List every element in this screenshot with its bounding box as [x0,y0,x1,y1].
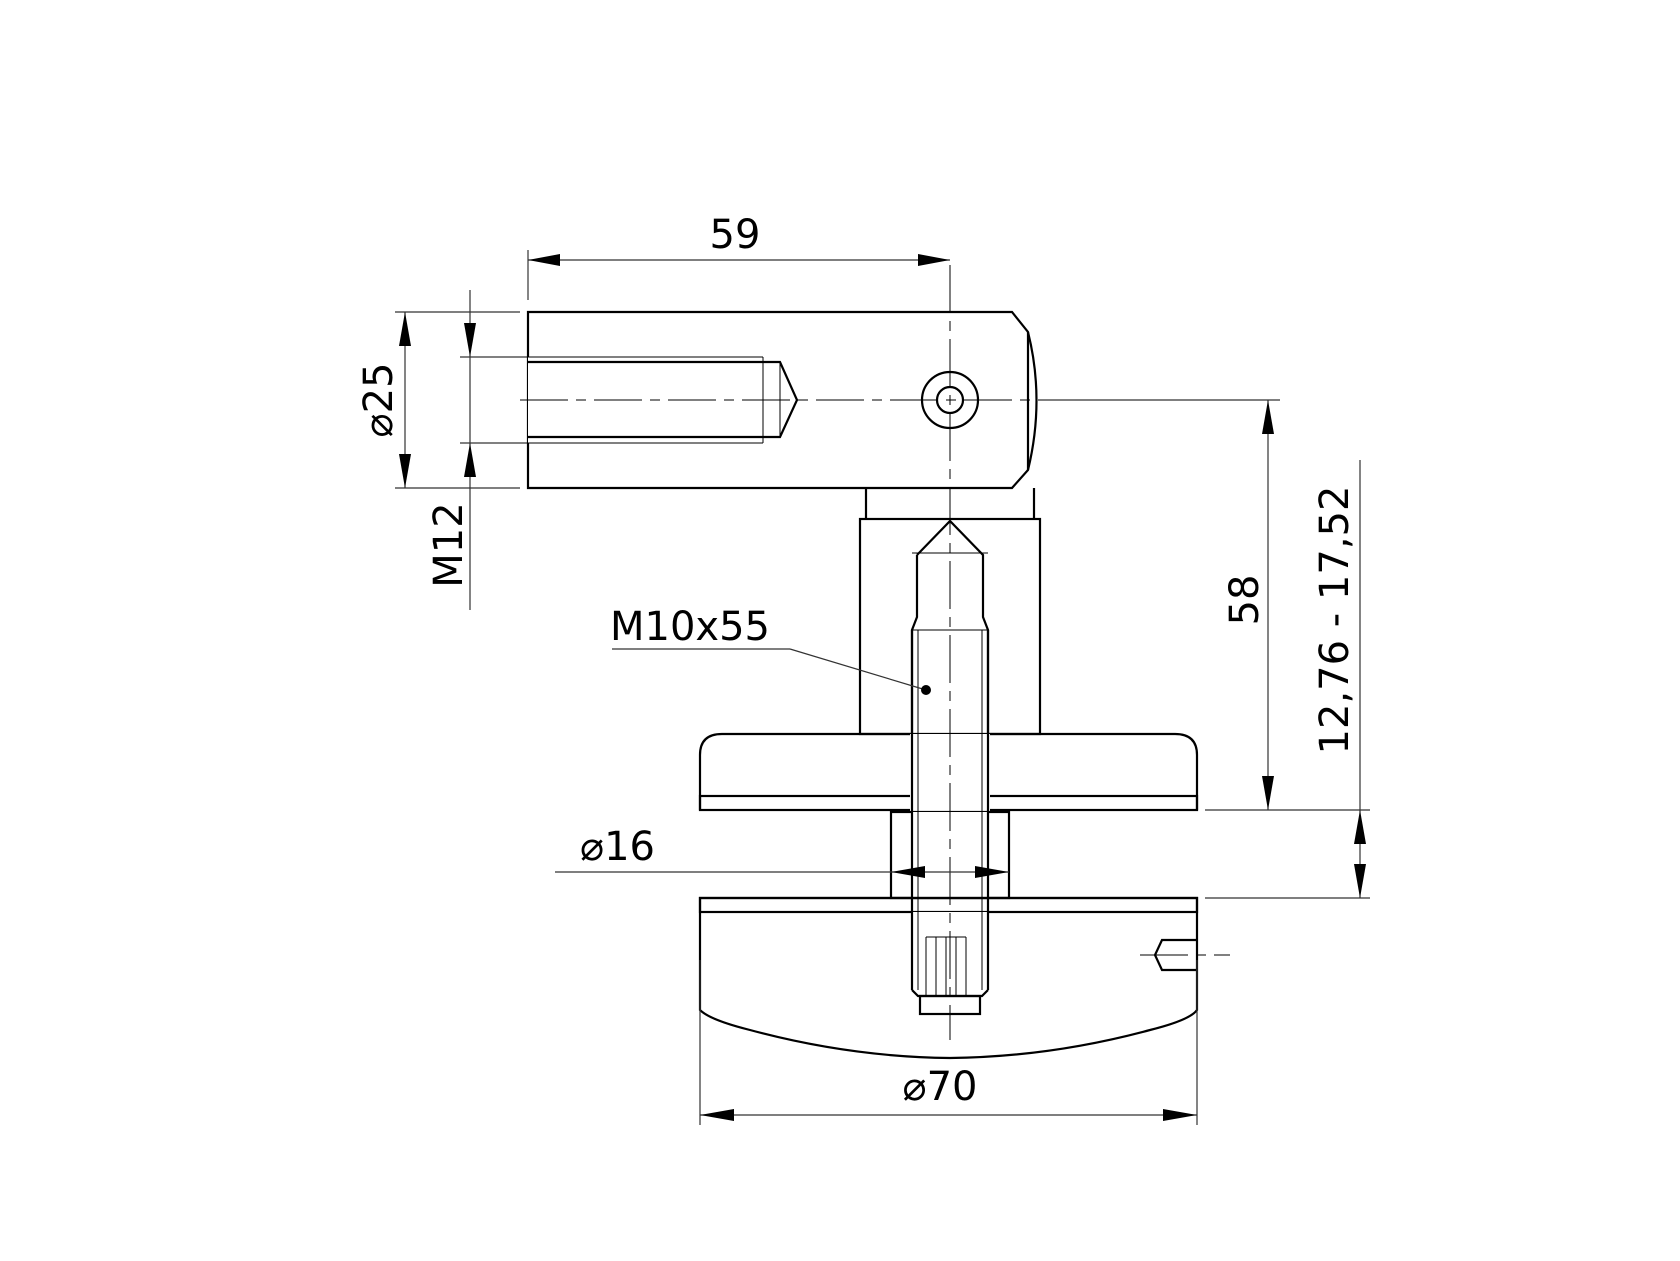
leader-m10x55-label: M10x55 [610,604,770,650]
dim-diameter-70-label: ⌀70 [903,1064,978,1110]
dim-diameter-16-label: ⌀16 [580,824,655,870]
leader-m10x55 [612,648,931,695]
svg-text:12,76 - 17,52: 12,76 - 17,52 [1312,486,1358,755]
dim-glass-thickness [1205,460,1370,899]
dim-glass-thickness-label: 12,76 - 17,52 [1312,486,1358,755]
svg-text:M12: M12 [426,502,472,587]
neck [864,488,1036,519]
dim-diameter-16 [555,866,1009,878]
dim-diameter-25 [395,311,520,489]
dim-58 [1075,399,1370,811]
center-lines [520,265,1075,1040]
dim-diameter-25-label: ⌀25 [356,363,402,438]
dim-diameter-70 [699,960,1198,1125]
dim-59-label: 59 [710,212,761,258]
svg-text:58: 58 [1222,575,1268,626]
bolt [910,630,990,1016]
svg-text:⌀25: ⌀25 [356,363,402,438]
lower-disc [698,896,1230,1060]
dim-m12-label: M12 [426,502,472,587]
dim-59 [527,250,950,300]
dim-m12 [464,290,476,610]
upper-disc [698,732,1199,812]
dim-58-label: 58 [1222,575,1268,626]
